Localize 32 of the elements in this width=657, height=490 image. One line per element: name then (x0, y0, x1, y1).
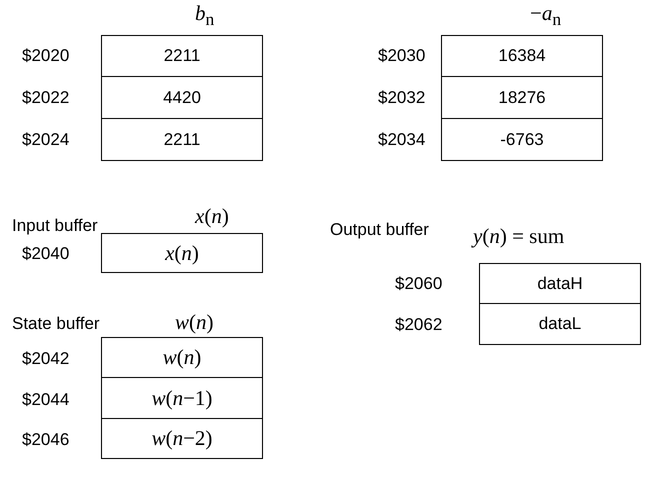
address-label: $2030 (378, 46, 426, 66)
address-label: $2024 (22, 130, 70, 150)
memory-cell: 2211 (101, 35, 263, 77)
memory-cell: 2211 (101, 119, 263, 161)
memory-cell: dataH (479, 263, 641, 304)
address-label: $2062 (395, 315, 442, 335)
buffer-title: Input buffer (12, 216, 98, 236)
math-label: x(n) (195, 206, 229, 226)
address-label: $2046 (22, 430, 70, 450)
memory-cell: -6763 (441, 119, 603, 161)
address-label: $2020 (22, 46, 70, 66)
memory-cell: x(n) (101, 233, 263, 273)
math-label: b$_{n}$ (195, 3, 214, 30)
address-label: $2022 (22, 88, 70, 108)
address-label: $2034 (378, 130, 426, 150)
address-label: $2060 (395, 274, 442, 294)
memory-cell: w(n−1) (101, 378, 263, 419)
address-label: $2042 (22, 349, 70, 369)
math-label: −a$_{n}$ (530, 3, 562, 30)
address-label: $2032 (378, 88, 426, 108)
memory-cell: 4420 (101, 77, 263, 119)
address-label: $2040 (22, 244, 70, 264)
buffer-title: State buffer (12, 314, 100, 334)
math-label: w(n) (175, 312, 214, 332)
memory-cell: dataL (479, 304, 641, 345)
memory-cell: w(n) (101, 337, 263, 378)
buffer-title: Output buffer (330, 220, 429, 240)
memory-cell: 18276 (441, 77, 603, 119)
math-label: y(n) = sum (473, 226, 564, 246)
address-label: $2044 (22, 390, 70, 410)
memory-cell: w(n−2) (101, 419, 263, 459)
memory-cell: 16384 (441, 35, 603, 77)
